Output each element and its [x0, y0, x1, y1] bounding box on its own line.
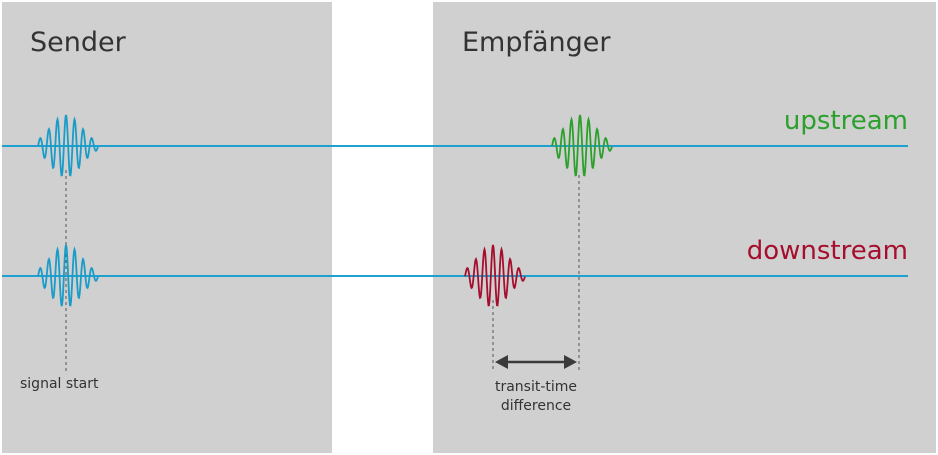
- sender-panel: [2, 2, 332, 453]
- receiver-upstream-wave: [551, 114, 613, 177]
- transit-arrow: [495, 355, 577, 369]
- sender-downstream-wave: [37, 244, 99, 307]
- sender-title: Sender: [30, 27, 126, 58]
- downstream-label: downstream: [746, 236, 908, 266]
- sender-upstream-wave: [37, 114, 99, 177]
- transit-label-line1: transit-time: [494, 379, 578, 395]
- receiver-title: Empfänger: [462, 27, 611, 58]
- transit-time-label: transit-time difference: [486, 378, 586, 416]
- receiver-panel: [433, 2, 936, 453]
- transit-label-line2: difference: [500, 398, 572, 414]
- upstream-label: upstream: [783, 106, 908, 136]
- signal-start-label: signal start: [20, 376, 99, 392]
- receiver-downstream-wave: [464, 244, 526, 307]
